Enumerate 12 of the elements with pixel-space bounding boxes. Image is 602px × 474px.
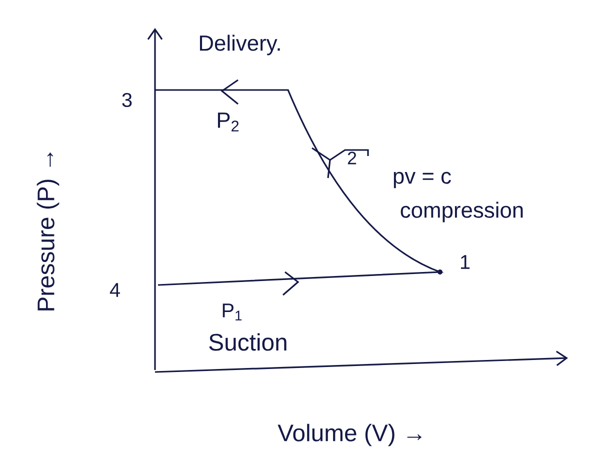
handwritten-label: Pressure (P) → [36, 152, 60, 310]
handwritten-label: 2 [348, 152, 356, 164]
handwritten-label: Volume (V) → [278, 424, 422, 446]
handwritten-label: Suction [209, 333, 286, 351]
handwritten-label: pv = c [394, 172, 451, 188]
handwritten-label: 3 [122, 92, 132, 108]
handwritten-label: 4 [110, 283, 120, 297]
handwritten-label: Delivery. [200, 34, 280, 56]
handwritten-label: P$_{2}$ [218, 112, 239, 132]
handwritten-label: 1 [460, 255, 470, 269]
handwritten-label: P$_{1}$ [222, 304, 242, 320]
handwritten-label: compression [400, 202, 523, 222]
